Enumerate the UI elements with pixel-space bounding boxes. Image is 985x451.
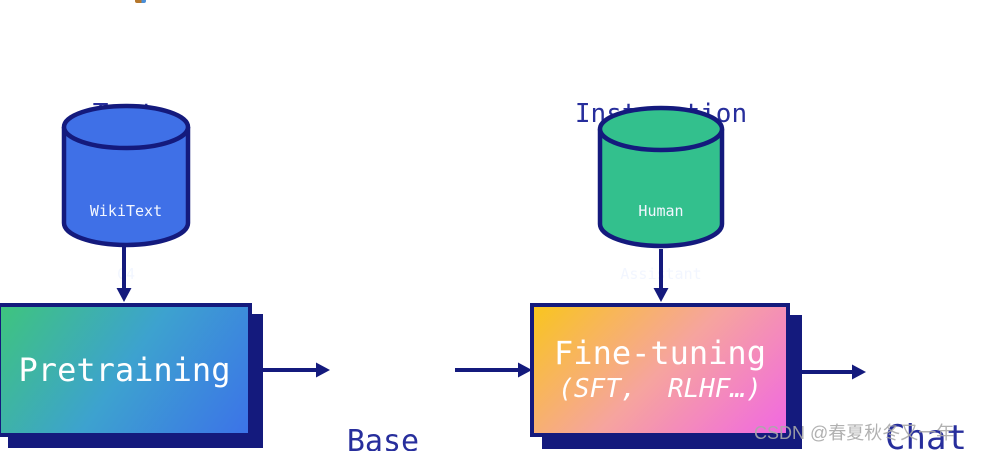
cylinder-body <box>597 129 725 249</box>
database-cylinder-icon <box>597 105 725 249</box>
dataset-item: Assistant <box>620 265 702 283</box>
arrow-base-model-to-finetuning <box>455 362 532 378</box>
finetuning-label: Fine-tuning <box>554 334 766 372</box>
pretraining-label: Pretraining <box>18 351 231 389</box>
finetuning-sublabel: (SFT, RLHF…) <box>558 374 762 404</box>
text-corpus-cylinder <box>60 103 192 255</box>
corpus-item: C4 <box>116 265 136 283</box>
cropped-artifact-icon <box>135 0 146 3</box>
cylinder-top <box>61 103 191 151</box>
base-model-label: Base model <box>318 337 448 451</box>
instruction-dataset-cylinder <box>596 105 726 255</box>
dataset-item: Human <box>638 202 684 220</box>
base-model-line1: Base <box>346 424 420 451</box>
cylinder-top <box>597 105 725 153</box>
cylinder-body <box>61 127 191 248</box>
watermark: CSDN @春夏秋冬又一年 <box>754 423 955 443</box>
finetuning-box: Fine-tuning (SFT, RLHF…) <box>530 303 790 437</box>
corpus-item: WikiText <box>89 202 163 220</box>
chat-model-label: Chat model <box>862 328 985 451</box>
database-cylinder-icon <box>61 103 191 248</box>
arrow-finetuning-to-chat-model <box>801 364 866 380</box>
chat-model-line1: Chat <box>885 418 967 451</box>
pretraining-box: Pretraining <box>0 303 252 437</box>
